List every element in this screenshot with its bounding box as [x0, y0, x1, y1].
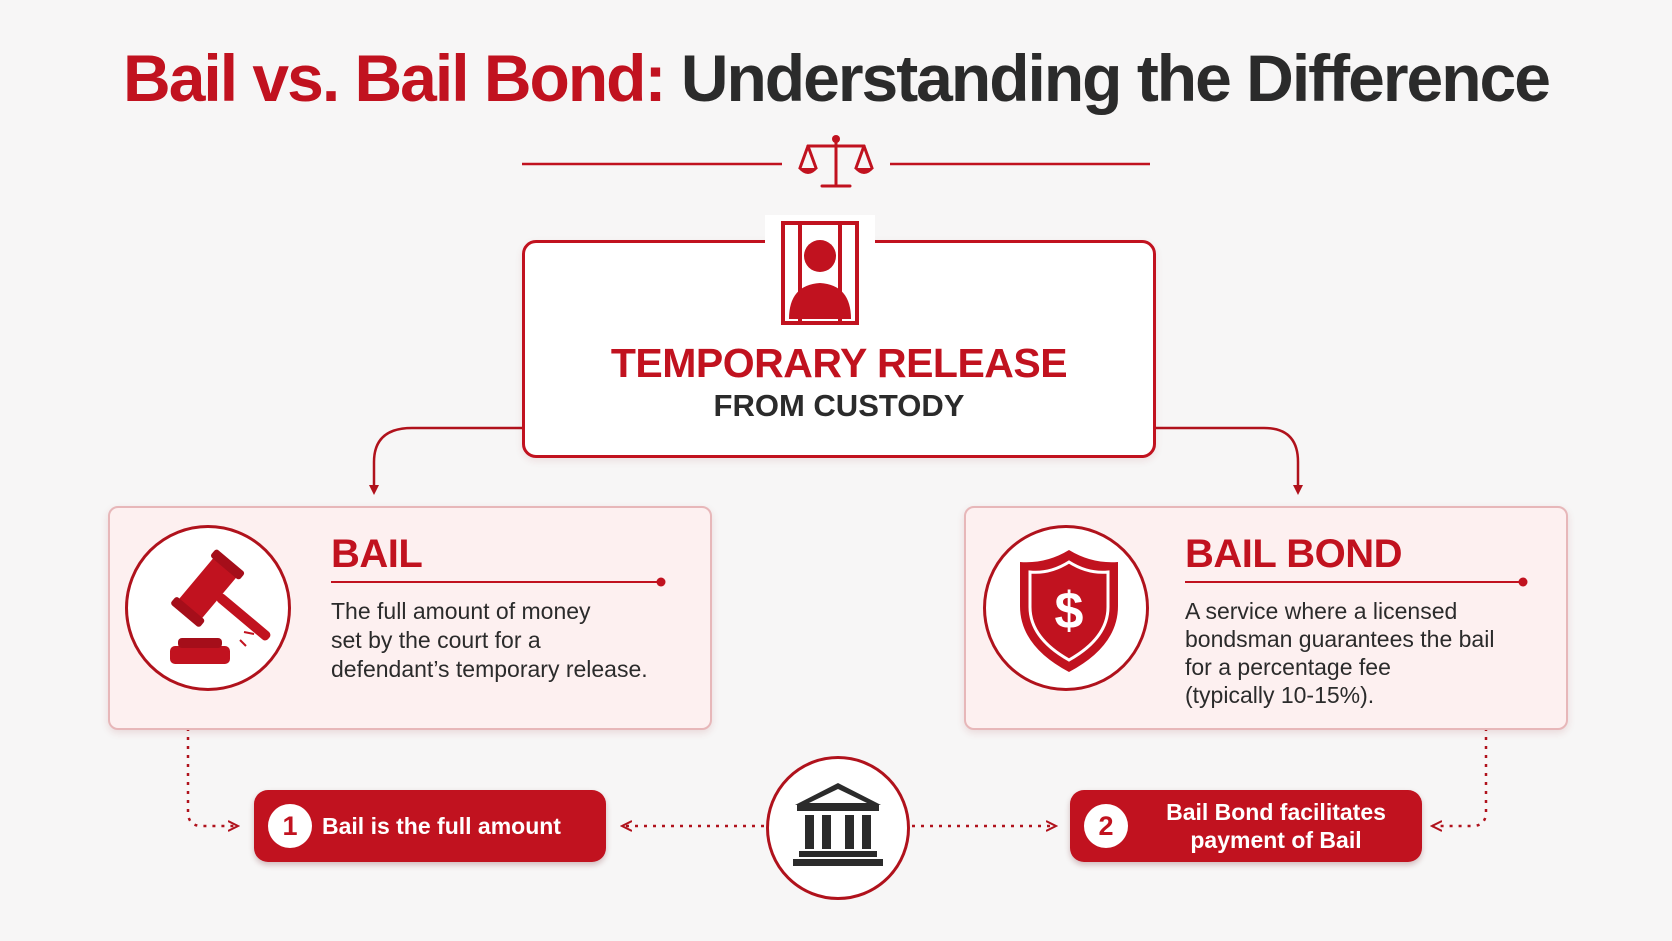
step-2-label: Bail Bond facilitates payment of Bail	[1138, 798, 1414, 854]
bail-bond-title: BAIL BOND	[1185, 532, 1402, 576]
courthouse-icon-circle	[766, 756, 910, 900]
bail-bond-desc-line: (typically 10-15%).	[1185, 682, 1375, 708]
shield-icon-circle: $	[983, 525, 1149, 691]
jail-person-icon	[765, 215, 875, 331]
step-2-label-line: payment of Bail	[1190, 827, 1362, 853]
bail-desc-line: The full amount of money	[331, 598, 591, 624]
arrow-to-bail-bond	[1150, 426, 1303, 495]
step-2-label-line: Bail Bond facilitates	[1166, 799, 1386, 825]
title-part-2: Understanding the Difference	[680, 41, 1551, 115]
bail-description: The full amount of money set by the cour…	[331, 597, 701, 684]
dotted-bail-to-step1	[186, 728, 238, 826]
step-1-pill: 1 Bail is the full amount	[254, 790, 606, 862]
dotted-bond-to-step2	[1432, 728, 1488, 826]
svg-text:$: $	[1055, 582, 1084, 640]
step-1-label: Bail is the full amount	[322, 813, 561, 839]
shield-dollar-icon: $	[1020, 550, 1118, 672]
step-1-number: 1	[268, 804, 312, 848]
arrow-to-bail	[369, 426, 522, 495]
step-2-pill: 2 Bail Bond facilitates payment of Bail	[1070, 790, 1422, 862]
bail-bond-desc-line: for a percentage fee	[1185, 654, 1391, 680]
bail-desc-line: defendant’s temporary release.	[331, 656, 648, 682]
center-subtitle: FROM CUSTODY	[713, 388, 965, 423]
title-part-1: Bail vs. Bail Bond:	[123, 41, 666, 115]
bail-bond-description: A service where a licensed bondsman guar…	[1185, 597, 1555, 709]
bail-title: BAIL	[331, 532, 423, 576]
gavel-icon-circle	[125, 525, 291, 691]
step-2-number: 2	[1084, 804, 1128, 848]
scales-of-justice-icon	[798, 135, 874, 188]
bail-bond-desc-line: A service where a licensed	[1185, 598, 1458, 624]
gavel-icon	[170, 549, 271, 664]
courthouse-icon	[793, 783, 883, 866]
bail-bond-desc-line: bondsman guarantees the bail	[1185, 626, 1495, 652]
center-title: TEMPORARY RELEASE	[610, 340, 1068, 386]
page-title: Bail vs. Bail Bond: Understanding the Di…	[0, 42, 1672, 115]
bail-title-underline	[331, 577, 666, 587]
bail-desc-line: set by the court for a	[331, 627, 541, 653]
bail-bond-title-underline	[1185, 577, 1528, 587]
